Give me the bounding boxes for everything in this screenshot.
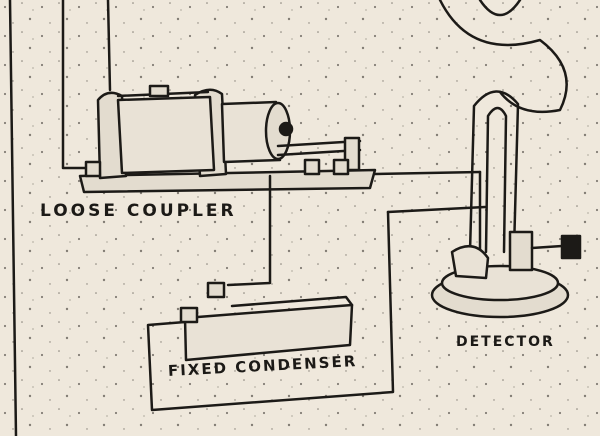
headphone-cord [438,0,568,114]
wire-coupler-to-condenser [226,174,272,287]
terminal-icon [84,160,102,178]
cat-whisker-arm [530,244,564,250]
terminal-icon [332,158,350,176]
terminal-icon [303,158,321,176]
loose-coupler-base [78,168,377,194]
loose-coupler-label: LOOSE COUPLER [40,201,237,221]
wire-detector-lower [386,205,487,214]
detector-post [508,230,534,272]
wire-top [106,0,112,92]
cord-loop [478,0,522,17]
condenser-terminal-icon [206,281,226,299]
secondary-coil [220,100,282,164]
wire-coupler-to-detector-top [373,170,482,176]
page-border-line [8,0,18,436]
wire-condenser-loop [146,210,395,412]
primary-coil [116,95,216,175]
coupler-knob-icon [278,121,294,137]
top-knob-icon [148,84,170,98]
detector-arm-inner [484,106,508,254]
fixed-condenser-block [183,303,354,362]
crystal-cup-icon [450,245,490,280]
adjust-knob-icon [560,234,582,260]
condenser-top-edge [230,295,354,308]
condenser-terminal-icon [179,306,199,324]
detector-arm [468,90,520,254]
detector-label: DETECTOR [456,334,555,350]
wire-left-upper [61,0,95,170]
